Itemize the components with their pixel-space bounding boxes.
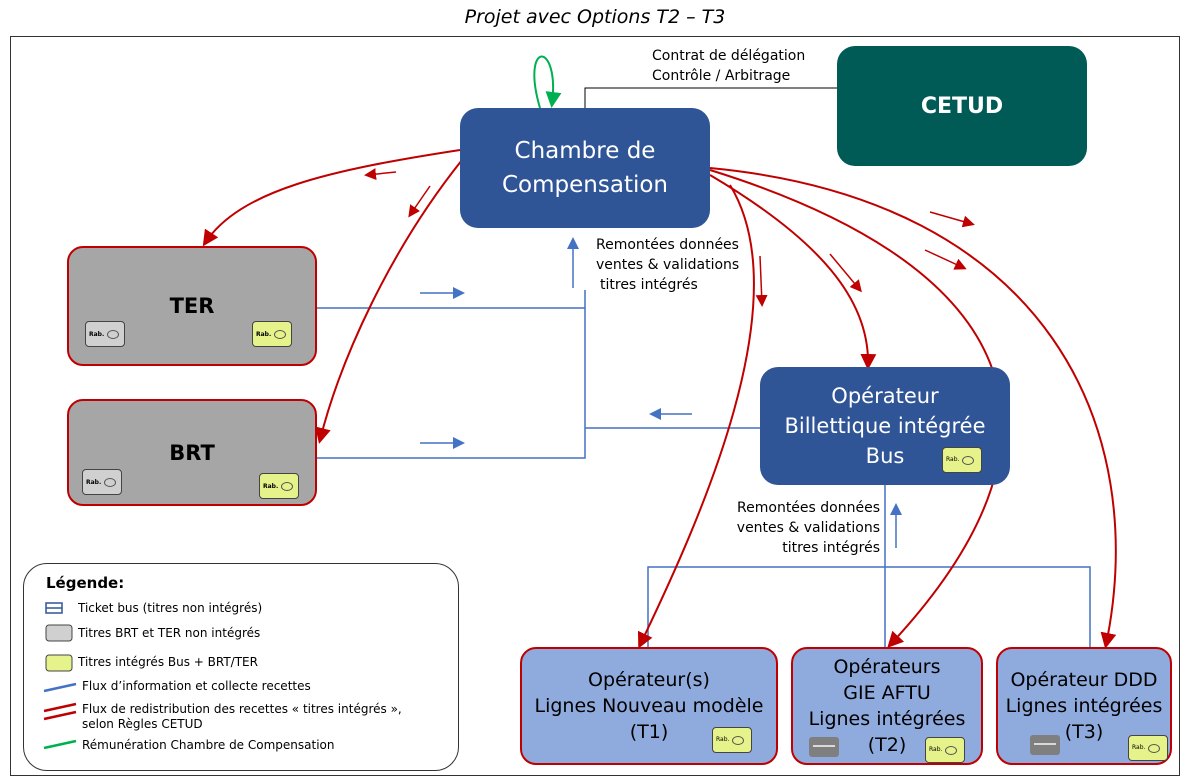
legend-item-ticket: Ticket bus (titres non intégrés)	[78, 601, 263, 615]
diagram-title: Projet avec Options T2 – T3	[464, 6, 726, 28]
t2-ticket-icon	[809, 737, 839, 757]
remontees-top-label: Remontées données ventes & validations t…	[596, 237, 740, 293]
t3-card: Rab.	[1128, 735, 1168, 761]
remontees-mid-label: Remontées données ventes & validations t…	[736, 500, 880, 556]
ops-collect-line	[647, 566, 1091, 647]
chambre-line2: Compensation	[502, 172, 668, 198]
brt-label: BRT	[169, 440, 215, 465]
ter-card-integre: Rab.	[252, 321, 292, 347]
legend: Légende: Ticket bus (titres non intégrés…	[23, 563, 459, 771]
brt-card-nonintegre: Rab.	[82, 469, 122, 495]
t1-card: Rab.	[712, 727, 752, 753]
cetud-label: CETUD	[920, 93, 1004, 119]
red-flow-t1	[637, 184, 755, 649]
chambre-line1: Chambre de	[514, 138, 656, 164]
operateur-billettique-box: Opérateur Billettique intégrée Bus Rab.	[760, 367, 1010, 485]
red-flow-brt	[315, 159, 463, 444]
operateur-t2-box: Opérateurs GIE AFTU Lignes intégrées (T2…	[791, 647, 983, 765]
legend-title: Légende:	[46, 574, 125, 592]
green-loop	[533, 55, 562, 109]
t3-ticket-icon	[1030, 735, 1060, 755]
red-flow-t3	[709, 167, 1117, 649]
diagram-frame	[10, 36, 1180, 776]
red-flow-ter	[202, 149, 461, 247]
legend-item-integre: Titres intégrés Bus + BRT/TER	[78, 655, 258, 669]
legend-symbols	[43, 602, 77, 750]
brt-card-integre: Rab.	[259, 473, 299, 499]
t2-card: Rab.	[925, 737, 965, 763]
red-flow-obi	[709, 174, 877, 370]
red-flow-t2	[709, 169, 1003, 648]
operateur-t3-box: Opérateur DDD Lignes intégrées (T3) Rab.	[996, 647, 1172, 765]
cetud-box: CETUD	[837, 46, 1087, 166]
legend-item-redistribution-1: Flux de redistribution des recettes « ti…	[82, 702, 402, 716]
ter-card-nonintegre: Rab.	[85, 321, 125, 347]
legend-item-info-flow: Flux d’information et collecte recettes	[82, 679, 311, 693]
contrat-label: Contrat de délégation Contrôle / Arbitra…	[652, 48, 806, 84]
obi-card: Rab.	[942, 447, 982, 473]
legend-item-redistribution-2: selon Règles CETUD	[82, 717, 203, 731]
legend-item-nonintegre: Titres BRT et TER non intégrés	[78, 626, 261, 640]
ter-box: TER Rab. Rab.	[67, 246, 317, 366]
legend-item-remuneration: Rémunération Chambre de Compensation	[82, 738, 335, 752]
brt-flow-line	[317, 290, 586, 459]
ter-label: TER	[169, 294, 215, 318]
chambre-compensation-box: Chambre de Compensation	[460, 108, 710, 228]
cetud-link	[584, 87, 837, 108]
operateur-t1-box: Opérateur(s) Lignes Nouveau modèle (T1) …	[520, 647, 778, 765]
brt-box: BRT Rab. Rab.	[67, 399, 317, 506]
